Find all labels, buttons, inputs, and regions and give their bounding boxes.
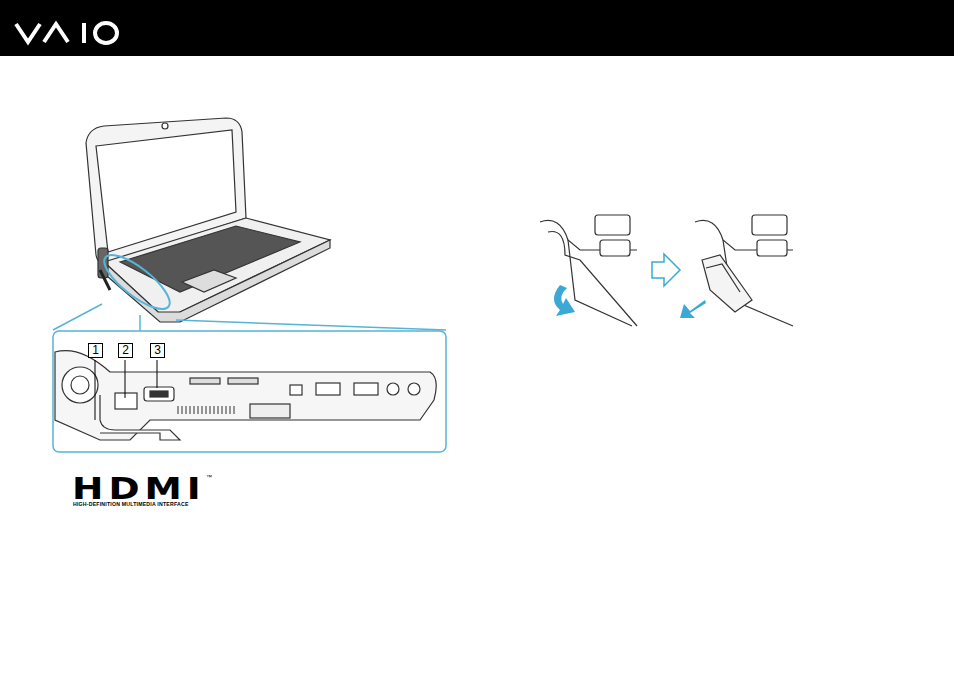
vent-grille [178, 406, 234, 414]
callout-number: 1 [88, 343, 103, 358]
zoom-lines [53, 304, 446, 331]
cover-step-1 [540, 215, 637, 326]
leader-lines [95, 360, 157, 420]
logo-subtitle: HIGH-DEFINITION MULTIMEDIA INTERFACE [73, 502, 189, 507]
step-arrow [652, 254, 680, 286]
rotate-arrow [554, 285, 575, 316]
laptop-drawing [86, 118, 330, 322]
vaio-logo [16, 23, 117, 43]
callout-number: 2 [118, 343, 133, 358]
remove-arrow [680, 300, 706, 318]
callout-number: 3 [150, 343, 165, 358]
header-bar [0, 0, 954, 56]
trademark-sign: ™ [206, 474, 212, 480]
detail-frame [53, 331, 446, 452]
highlight-ring [97, 246, 177, 317]
logo-wordmark: HDMI [72, 474, 206, 504]
side-view-drawing [55, 351, 436, 440]
cover-step-2 [695, 215, 793, 326]
